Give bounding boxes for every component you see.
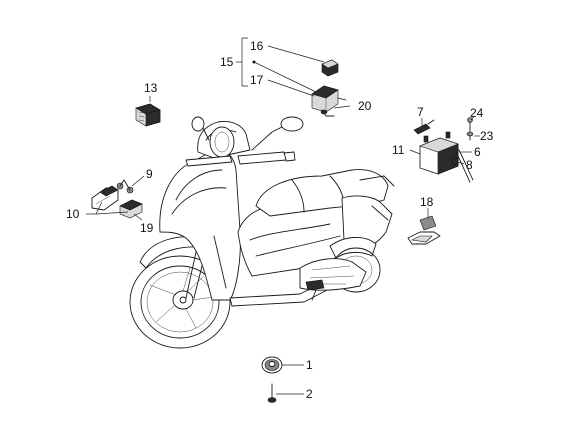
callout-20: 20: [358, 99, 372, 113]
scooter-illustration: [129, 116, 395, 349]
part-2-bolt: [267, 383, 277, 403]
callout-18: 18: [420, 195, 434, 209]
part-18-relay-rubber: [407, 215, 441, 245]
part-1-horn: [261, 356, 283, 374]
callout-13: 13: [144, 81, 158, 95]
callout-9: 9: [146, 167, 153, 181]
part-23-washer: [466, 131, 474, 137]
part-9-clip: [116, 179, 134, 194]
callout-17: 17: [250, 73, 264, 87]
callout-6: 6: [474, 145, 481, 159]
callout-1: 1: [306, 358, 313, 372]
leader-lines: [86, 37, 480, 395]
part-19-relay: [119, 199, 143, 219]
callout-15: 15: [220, 55, 234, 69]
callout-labels: 1 2 6 7 8 9 10 11 13 15 16 17 18 19 20 2…: [66, 39, 494, 401]
part-13-relay: [135, 103, 161, 127]
callout-7: 7: [417, 105, 424, 119]
part-8-clamp: [451, 157, 459, 165]
callout-8: 8: [466, 158, 473, 172]
part-20-bolt: [320, 109, 335, 117]
part-16-connector: [321, 59, 339, 77]
callout-2: 2: [306, 387, 313, 401]
callout-23: 23: [480, 129, 494, 143]
part-6-cable: [455, 149, 474, 183]
part-17-regulator: [311, 85, 347, 113]
part-24-screw: [467, 117, 473, 141]
part-10-flasher-bracket: [91, 185, 119, 211]
part-11-battery: [419, 131, 459, 175]
callout-16: 16: [250, 39, 264, 53]
callout-19: 19: [140, 221, 154, 235]
callout-11: 11: [392, 143, 405, 157]
callout-24: 24: [470, 106, 484, 120]
callout-10: 10: [66, 207, 80, 221]
part-7-terminal: [413, 119, 435, 135]
